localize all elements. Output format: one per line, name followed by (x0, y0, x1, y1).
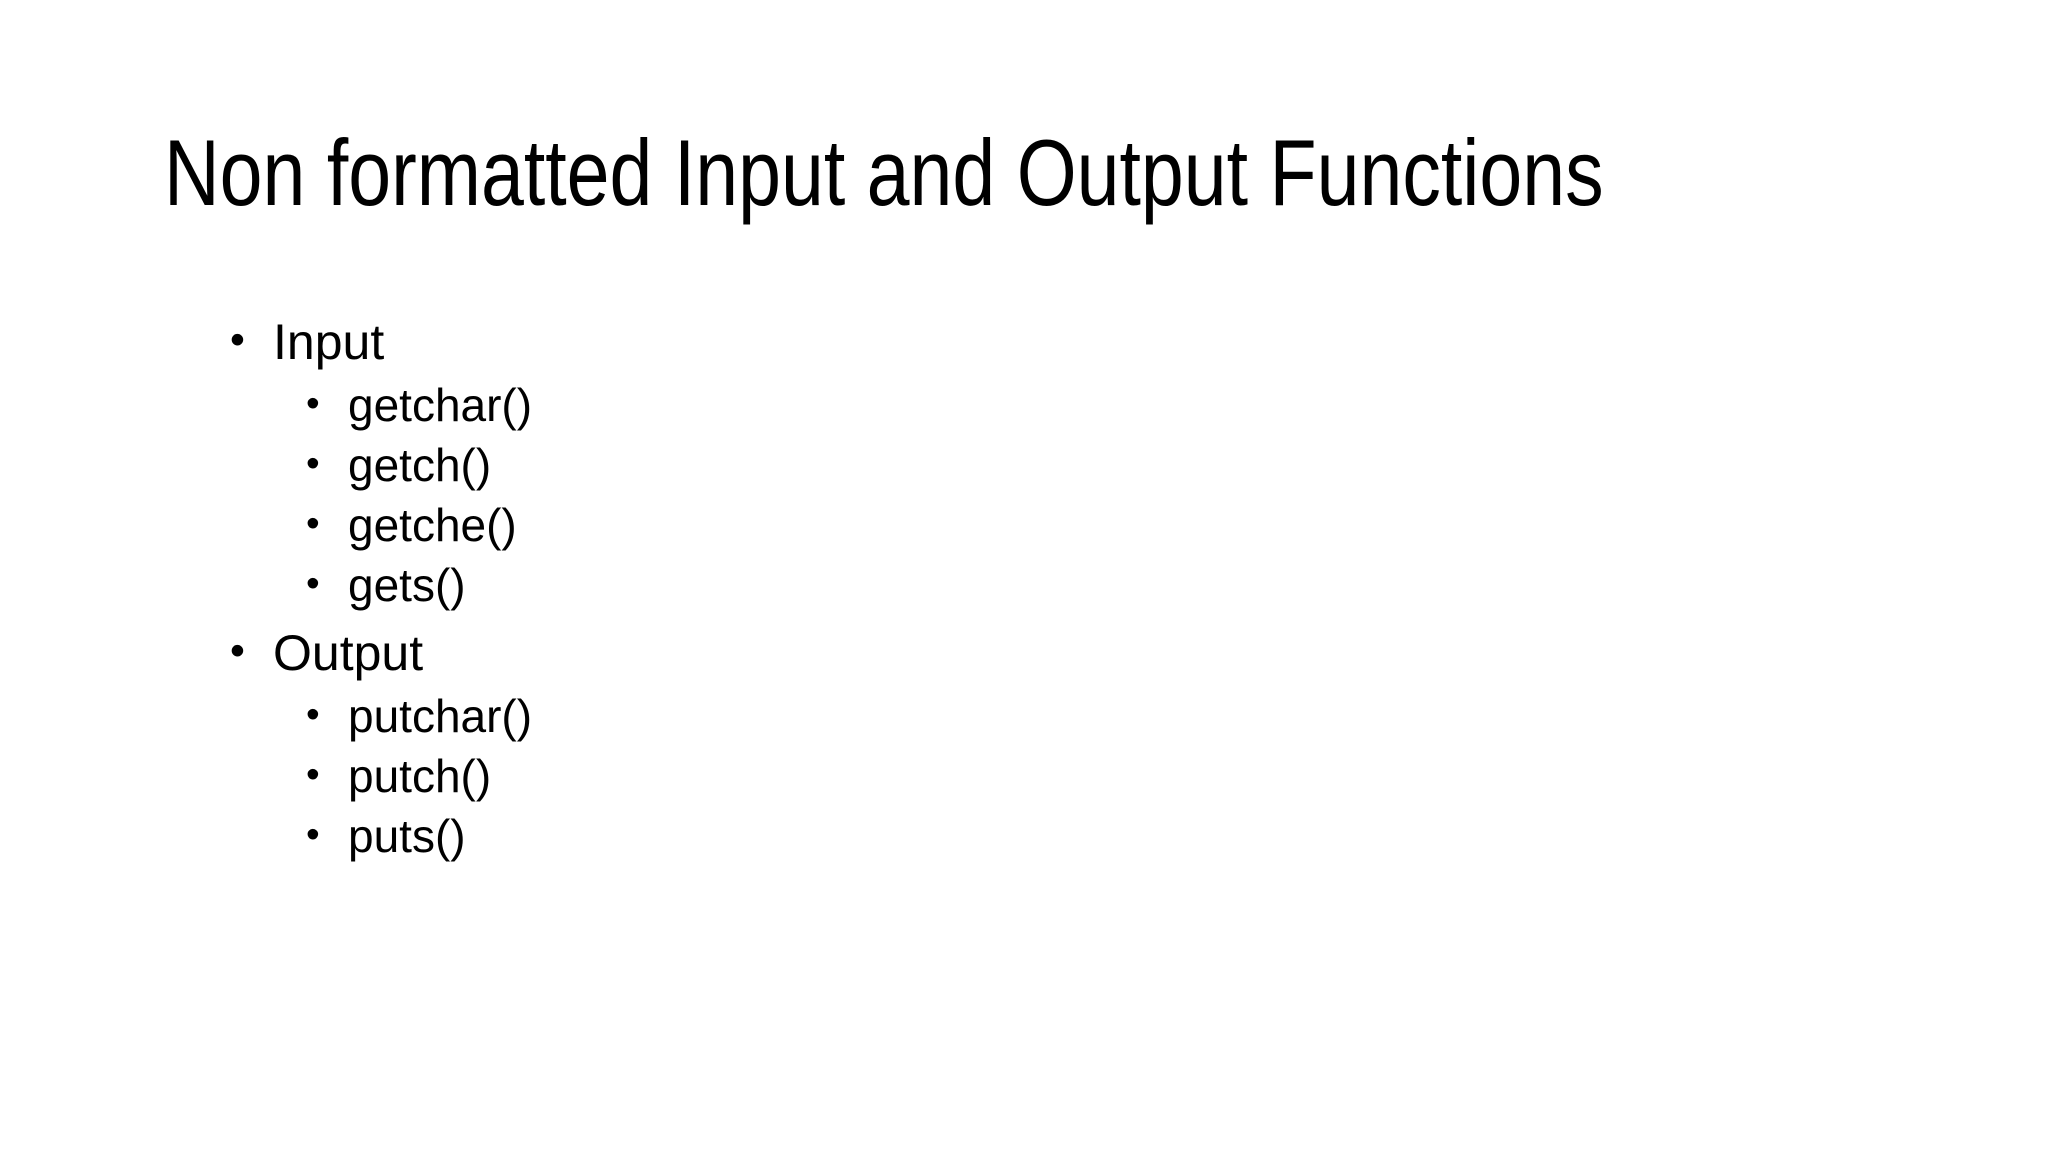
bullet-icon: • (306, 813, 320, 857)
list-item: • putch() (0, 748, 532, 808)
bullet-list: • Input • getchar() • getch() • getche() • gets()… (0, 311, 532, 868)
bullet-icon: • (230, 316, 245, 364)
slide-title: Non formatted Input and Output Functions (164, 120, 1604, 225)
bullet-icon: • (306, 562, 320, 606)
bullet-icon: • (306, 382, 320, 426)
list-item: • getchar() (0, 377, 532, 437)
list-item-label: putchar() (348, 690, 533, 742)
list-item-label: gets() (348, 559, 466, 611)
list-item: • puts() (0, 808, 532, 868)
list-item-label: putch() (348, 750, 492, 802)
bullet-icon: • (230, 627, 245, 675)
bullet-icon: • (306, 502, 320, 546)
list-item-label: Input (273, 314, 385, 370)
list-item: • Input (0, 311, 532, 377)
bullet-icon: • (306, 693, 320, 737)
bullet-icon: • (306, 753, 320, 797)
list-item-label: Output (273, 625, 424, 681)
list-item-label: getche() (348, 499, 517, 551)
list-item-label: puts() (348, 810, 466, 862)
bullet-icon: • (306, 442, 320, 486)
list-item: • getch() (0, 437, 532, 497)
list-item: • gets() (0, 557, 532, 617)
list-item: • putchar() (0, 688, 532, 748)
list-item-label: getchar() (348, 379, 533, 431)
list-item: • getche() (0, 497, 532, 557)
list-item-label: getch() (348, 439, 492, 491)
list-item: • Output (0, 622, 532, 688)
